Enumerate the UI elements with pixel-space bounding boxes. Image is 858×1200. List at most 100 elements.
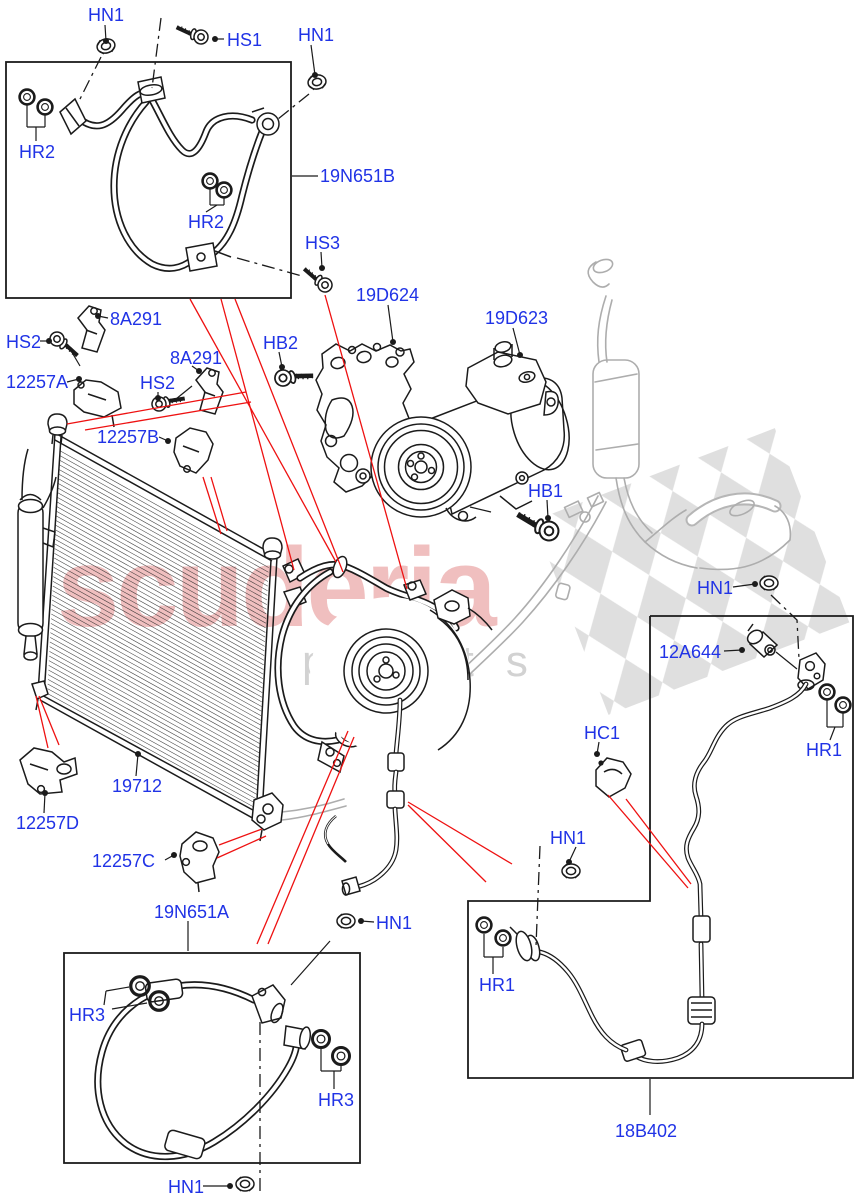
part-label-HR2[interactable]: HR2 bbox=[188, 212, 225, 232]
hose-core bbox=[685, 682, 808, 920]
condenser-fin-line bbox=[56, 520, 266, 638]
condenser-fin-line bbox=[47, 683, 257, 800]
leader-dot bbox=[312, 72, 318, 78]
condenser-fin-line bbox=[50, 618, 261, 735]
leader-line bbox=[135, 753, 139, 777]
part-label-8A291[interactable]: 8A291 bbox=[170, 348, 223, 368]
condenser-fin-line bbox=[53, 567, 263, 684]
part-label-HR3[interactable]: HR3 bbox=[318, 1090, 355, 1110]
red-leader-line bbox=[220, 298, 295, 571]
hose-core bbox=[393, 770, 398, 795]
hose-core bbox=[112, 100, 194, 271]
condenser-fin-line bbox=[56, 515, 266, 633]
centerline-leaders bbox=[77, 17, 800, 1192]
condenser-fin-line bbox=[49, 655, 259, 772]
part-label-19D624[interactable]: 19D624 bbox=[356, 285, 420, 305]
condenser-fin-line bbox=[58, 473, 268, 592]
background-reference-pipes bbox=[281, 258, 792, 821]
red-leader-line bbox=[66, 391, 247, 425]
part-label-12257B[interactable]: 12257B bbox=[97, 427, 160, 447]
condenser-fin-line bbox=[49, 651, 259, 767]
part-label-12A644[interactable]: 12A644 bbox=[659, 642, 722, 662]
leader-dot bbox=[212, 36, 218, 42]
black-leader-lines bbox=[26, 24, 844, 1189]
assembly-box bbox=[63, 952, 361, 1164]
centerline bbox=[535, 845, 541, 947]
part-label-HC1[interactable]: HC1 bbox=[584, 723, 621, 743]
part-label-HN1[interactable]: HN1 bbox=[168, 1177, 205, 1197]
condenser-fin-line bbox=[52, 581, 263, 698]
condenser-fin-line bbox=[57, 483, 268, 601]
condenser-fin-line bbox=[56, 506, 267, 624]
part-label-HR3[interactable]: HR3 bbox=[69, 1005, 106, 1025]
leader-dot bbox=[752, 581, 758, 587]
hose-core bbox=[394, 698, 402, 756]
part-label-19N651B[interactable]: 19N651B bbox=[320, 166, 396, 186]
red-leader-line bbox=[625, 798, 692, 885]
assembly-box bbox=[5, 61, 292, 299]
leader-dot bbox=[76, 376, 82, 382]
part-label-HS2[interactable]: HS2 bbox=[6, 332, 42, 352]
part-label-HR1[interactable]: HR1 bbox=[806, 740, 843, 760]
leader-dot bbox=[95, 313, 101, 319]
part-label-HS1[interactable]: HS1 bbox=[227, 30, 263, 50]
condenser-fin-line bbox=[48, 660, 259, 777]
assembly-boxes bbox=[5, 61, 854, 1164]
condenser-fin-line bbox=[51, 599, 262, 717]
part-label-HN1[interactable]: HN1 bbox=[697, 578, 734, 598]
clip-HC1 bbox=[595, 757, 632, 798]
part-label-HB1[interactable]: HB1 bbox=[528, 481, 564, 501]
leader-dot bbox=[545, 515, 551, 521]
part-label-8A291[interactable]: 8A291 bbox=[110, 309, 163, 329]
hose-core bbox=[276, 570, 340, 744]
part-label-HN1[interactable]: HN1 bbox=[88, 5, 125, 25]
part-label-HS2[interactable]: HS2 bbox=[140, 373, 176, 393]
o-ring-HR2 bbox=[18, 88, 36, 106]
red-leader-line bbox=[267, 736, 355, 945]
condenser-fin-line bbox=[49, 637, 260, 754]
part-label-12257C[interactable]: 12257C bbox=[92, 851, 156, 871]
part-label-HN1[interactable]: HN1 bbox=[298, 25, 335, 45]
red-leader-line bbox=[210, 476, 228, 532]
leader-line bbox=[387, 304, 394, 343]
leader-line bbox=[512, 327, 521, 356]
part-label-12257A[interactable]: 12257A bbox=[6, 372, 69, 392]
red-leader-line bbox=[607, 794, 689, 889]
assembly-box bbox=[467, 615, 854, 1079]
leader-line bbox=[69, 348, 81, 367]
hose-core bbox=[538, 950, 628, 1052]
installed-compressor-drawing bbox=[274, 555, 493, 896]
part-label-HR1[interactable]: HR1 bbox=[479, 975, 516, 995]
part-label-HN1[interactable]: HN1 bbox=[550, 828, 587, 848]
part-label-HN1[interactable]: HN1 bbox=[376, 913, 413, 933]
part-label-19712[interactable]: 19712 bbox=[112, 776, 163, 796]
part-label-12257D[interactable]: 12257D bbox=[16, 813, 80, 833]
leader-dot bbox=[135, 751, 141, 757]
leader-line bbox=[732, 583, 756, 588]
condenser-fin-line bbox=[57, 497, 267, 615]
part-label-19D623[interactable]: 19D623 bbox=[485, 308, 549, 328]
part-label-HS3[interactable]: HS3 bbox=[305, 233, 341, 253]
condenser-fin-line bbox=[51, 613, 261, 730]
bracket-12257C bbox=[179, 831, 220, 893]
leader-line bbox=[546, 499, 549, 519]
compressor-19D623-drawing bbox=[370, 340, 570, 522]
part-label-19N651A[interactable]: 19N651A bbox=[154, 902, 230, 922]
bracket-8A291-upper bbox=[77, 305, 106, 353]
red-leader-line bbox=[35, 695, 49, 749]
red-leader-line bbox=[234, 298, 344, 573]
condenser-fin-line bbox=[52, 585, 262, 703]
part-label-HR2[interactable]: HR2 bbox=[19, 142, 56, 162]
part-label-HB2[interactable]: HB2 bbox=[263, 333, 299, 353]
condenser-fin-line bbox=[50, 627, 260, 744]
condenser-fin-line bbox=[49, 641, 260, 758]
leader-dot bbox=[42, 790, 48, 796]
hose-core bbox=[699, 942, 704, 1000]
condenser-drawing bbox=[17, 413, 284, 842]
condenser-fin-line bbox=[52, 595, 262, 712]
part-label-18B402[interactable]: 18B402 bbox=[615, 1121, 678, 1141]
leader-dot bbox=[103, 38, 109, 44]
leader-line bbox=[105, 986, 130, 992]
